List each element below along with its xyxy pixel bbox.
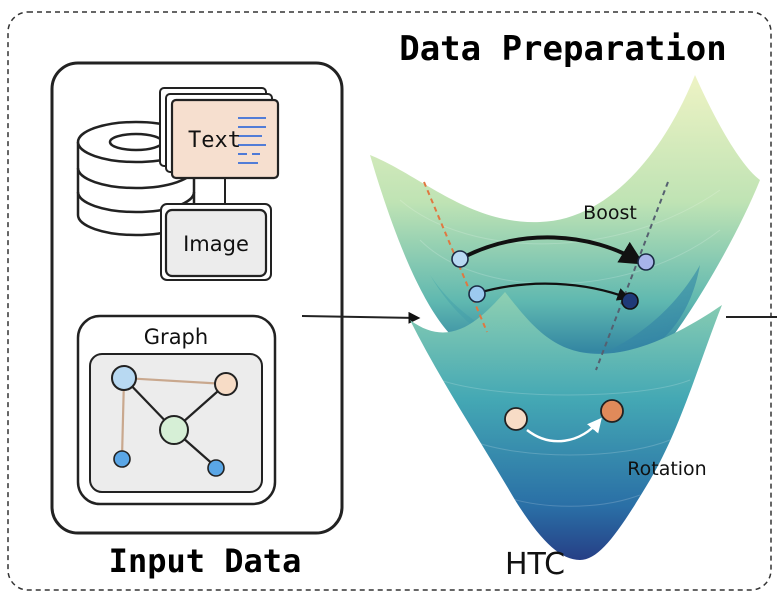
graph-node <box>111 365 137 391</box>
boost-start-node <box>451 250 469 268</box>
graph-node <box>207 459 225 477</box>
input-data-label: Input Data <box>109 542 302 580</box>
boost-label: Boost <box>583 202 637 224</box>
htc-label: HTC <box>505 547 565 582</box>
boost-arrow-thick <box>461 235 645 265</box>
graph-node <box>159 415 189 445</box>
htc-loss-landscape <box>370 75 760 560</box>
image-modality-label: Image <box>183 232 249 256</box>
text-document-icon <box>159 87 280 180</box>
rotation-label: Rotation <box>627 458 706 480</box>
outer-dashed-frame <box>7 11 772 591</box>
graph-modality-label: Graph <box>144 325 208 349</box>
rotation-arrow <box>526 417 602 443</box>
boost-arrow-thin <box>477 282 631 301</box>
image-modality-box <box>160 203 272 281</box>
rotation-end-node <box>600 399 624 423</box>
page-title: Data Preparation <box>399 29 727 69</box>
graph-node <box>214 372 238 396</box>
input-to-htc-arrow <box>301 311 421 324</box>
boost-end-node <box>637 253 655 271</box>
boost-start-node <box>468 285 486 303</box>
boost-end-node <box>621 292 639 310</box>
graph-node <box>113 450 131 468</box>
gray-tangent-line <box>595 181 669 371</box>
text-modality-label: Text <box>188 128 241 153</box>
rotation-start-node <box>504 407 528 431</box>
